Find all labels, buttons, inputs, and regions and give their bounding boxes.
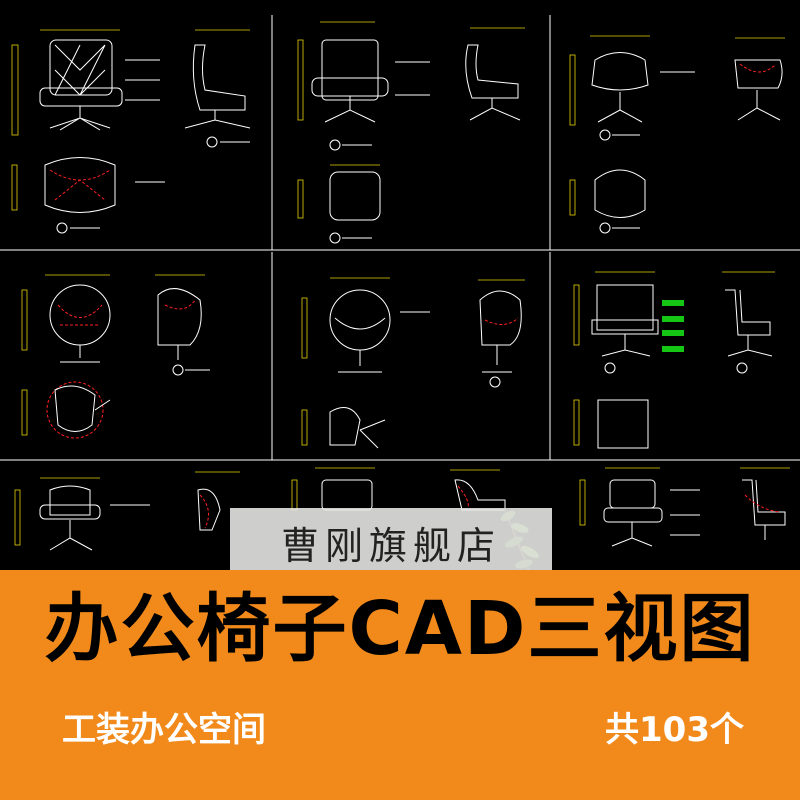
banner-subtitle: 工装办公空间 [62, 710, 266, 750]
watermark-text: 曹刚旗舰店 [280, 523, 501, 568]
chair-drawing-3 [569, 35, 785, 234]
chair-drawing-5 [301, 277, 525, 449]
panel-grid [0, 15, 800, 461]
chair-drawing-9 [579, 467, 790, 547]
cad-drawing-sheet [0, 15, 800, 551]
chair-drawing-6 [573, 271, 775, 449]
item-count: 共103个 [605, 710, 744, 750]
chair-drawing-7 [14, 471, 240, 551]
chair-drawing-2 [297, 21, 525, 244]
chair-drawing-4 [21, 274, 210, 439]
chair-drawing-8 [291, 467, 506, 511]
chair-drawing-1 [11, 29, 251, 234]
title-banner [0, 570, 800, 800]
store-watermark: 曹刚旗舰店 [230, 508, 552, 576]
banner-title: 办公椅子CAD三视图 [44, 586, 756, 672]
